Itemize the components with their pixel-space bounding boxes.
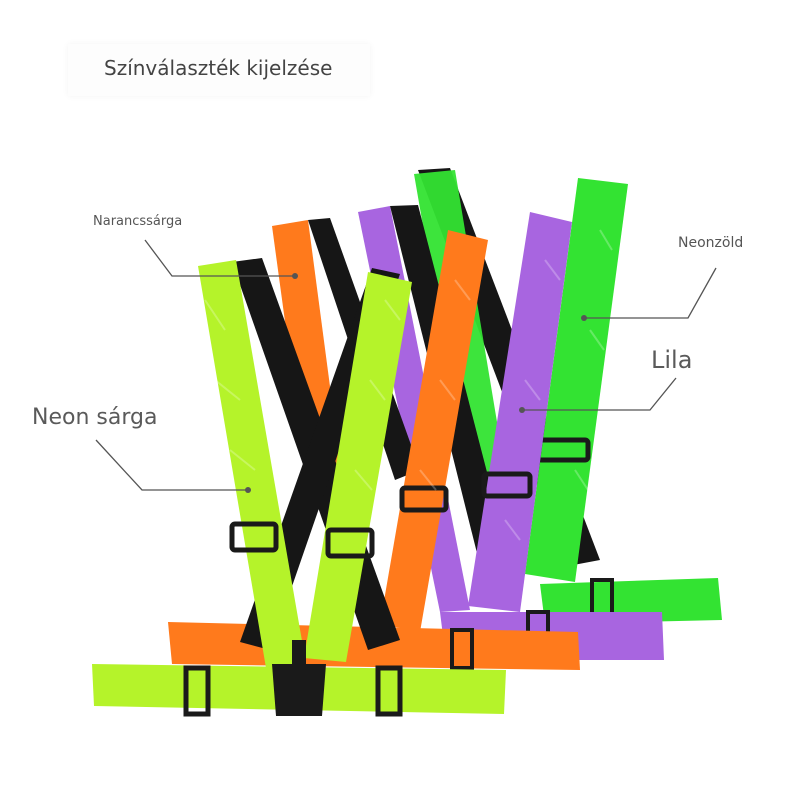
title-box: [68, 44, 370, 96]
label-yellow: Neon sárga: [32, 405, 158, 430]
buckle-purple: [481, 471, 533, 499]
leader-lines: [95, 239, 717, 491]
leader-yellow: [95, 439, 248, 491]
leader-orange: [144, 239, 295, 277]
right-strap-yellow: [304, 272, 412, 662]
leader-purple: [522, 377, 677, 411]
buckle-yellow-right: [325, 527, 375, 559]
reflective-texture: [204, 229, 613, 541]
front-strap-orange: [380, 230, 488, 632]
buckle-orange: [399, 485, 449, 513]
label-purple: Lila: [651, 346, 693, 374]
label-orange: Narancssárga: [93, 214, 183, 229]
leader-dots: [245, 273, 587, 493]
leader-green: [584, 267, 717, 319]
slider-orange: [450, 628, 474, 670]
center-clip-top-yellow: [292, 640, 306, 666]
buckle-yellow-left: [229, 521, 279, 553]
left-strap-yellow: [198, 260, 306, 668]
center-clip-yellow: [272, 664, 326, 716]
page-title: Színválaszték kijelzése: [104, 56, 333, 80]
label-green: Neonzöld: [678, 235, 744, 251]
front-strap-green: [525, 178, 628, 582]
slider-yellow-left: [183, 665, 211, 717]
vest-yellow: [92, 258, 506, 717]
slider-yellow-right: [375, 665, 403, 717]
